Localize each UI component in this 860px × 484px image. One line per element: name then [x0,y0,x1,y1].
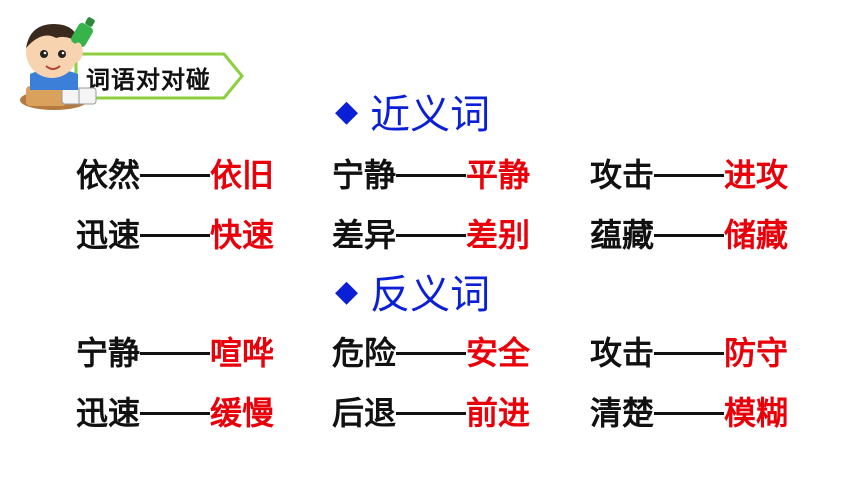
connector-line [396,173,467,177]
connector-line [654,173,725,177]
answer-word: 平静 [466,156,531,194]
answer-word: 缓慢 [210,394,275,432]
synonym-row: 迅速 快速 差异 差别 蕴藏 储藏 [0,210,860,254]
synonym-row: 依然 依旧 宁静 平静 攻击 进攻 [0,150,860,194]
word-pair: 危险 安全 [332,328,530,374]
antonyms-heading: ◆ 反义词 [335,262,490,320]
connector-line [654,411,725,415]
word: 差异 [332,216,397,254]
badge-label: 词语对对碰 [86,66,211,94]
word: 迅速 [76,216,141,254]
word-pair: 迅速 快速 [76,210,274,256]
answer-word: 安全 [466,334,531,372]
answer-word: 储藏 [724,216,789,254]
synonyms-heading: ◆ 近义词 [335,82,490,140]
word: 危险 [332,334,397,372]
connector-line [396,233,467,237]
antonym-row: 迅速 缓慢 后退 前进 清楚 模糊 [0,388,860,432]
word-pair: 迅速 缓慢 [76,388,274,434]
boy-illustration [12,16,112,112]
word: 依然 [76,156,141,194]
connector-line [396,351,467,355]
word-pair: 蕴藏 储藏 [590,210,788,256]
section-badge: 词语对对碰 [6,12,246,110]
answer-word: 模糊 [724,394,789,432]
connector-line [654,351,725,355]
answer-word: 防守 [724,334,789,372]
word-pair: 攻击 进攻 [590,150,788,196]
word: 攻击 [590,334,655,372]
answer-word: 快速 [210,216,275,254]
answer-word: 进攻 [724,156,789,194]
connector-line [140,173,211,177]
word-pair: 宁静 平静 [332,150,530,196]
connector-line [654,233,725,237]
word-pair: 攻击 防守 [590,328,788,374]
word: 清楚 [590,394,655,432]
heading-text: 反义词 [370,272,491,318]
word-pair: 清楚 模糊 [590,388,788,434]
heading-text: 近义词 [370,92,491,138]
answer-word: 前进 [466,394,531,432]
diamond-bullet-icon: ◆ [335,273,359,309]
word-pair: 后退 前进 [332,388,530,434]
connector-line [140,411,211,415]
word-pair: 差异 差别 [332,210,530,256]
answer-word: 喧哗 [210,334,275,372]
connector-line [140,233,211,237]
antonym-row: 宁静 喧哗 危险 安全 攻击 防守 [0,328,860,372]
word-pair: 依然 依旧 [76,150,274,196]
word: 迅速 [76,394,141,432]
word-pair: 宁静 喧哗 [76,328,274,374]
word: 后退 [332,394,397,432]
connector-line [140,351,211,355]
answer-word: 依旧 [210,156,275,194]
word: 蕴藏 [590,216,655,254]
word: 攻击 [590,156,655,194]
word: 宁静 [76,334,141,372]
answer-word: 差别 [466,216,531,254]
diamond-bullet-icon: ◆ [335,93,359,129]
word: 宁静 [332,156,397,194]
connector-line [396,411,467,415]
